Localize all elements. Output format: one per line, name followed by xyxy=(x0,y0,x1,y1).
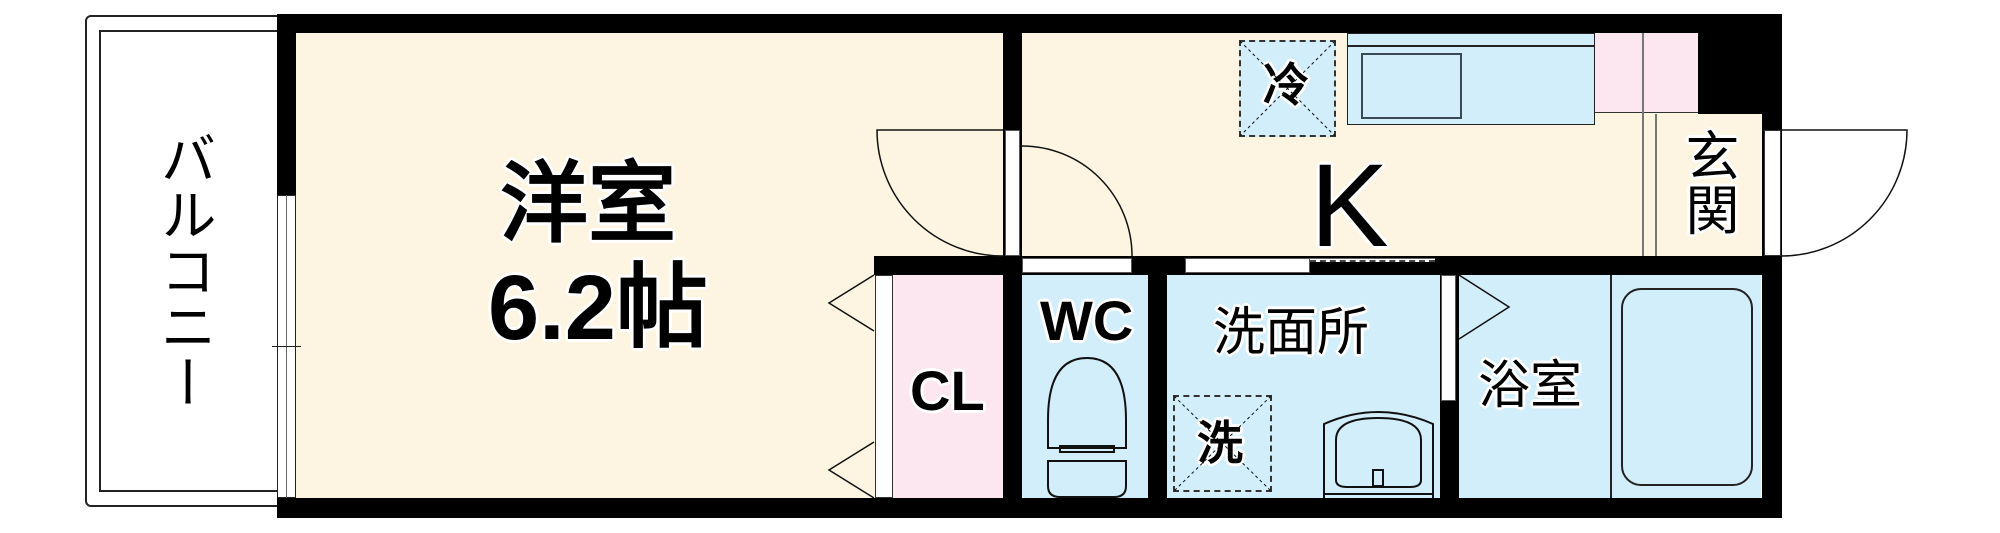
cabinet-divider xyxy=(1642,33,1644,256)
kitchen-label: K xyxy=(1310,140,1389,272)
balcony-inner-rail xyxy=(99,30,285,492)
door-bathroom[interactable] xyxy=(1441,275,1456,401)
bathtub-divider xyxy=(1610,275,1612,498)
door-swing-entrance xyxy=(1780,129,1908,257)
kitchen-sink xyxy=(1361,53,1462,119)
bathroom-label: 浴室 xyxy=(1478,356,1583,416)
toilet-label: WC xyxy=(1040,289,1134,352)
western-room-size: 6.2帖 xyxy=(488,257,708,359)
partition-toilet-washroom xyxy=(1148,256,1167,518)
bathtub xyxy=(1621,288,1753,486)
closet-label: CL xyxy=(910,359,985,422)
western-room-label: 洋室 xyxy=(500,152,677,255)
door-closet[interactable] xyxy=(875,275,893,498)
kitchen-cabinet xyxy=(1595,33,1698,113)
entrance-label: 玄関 xyxy=(1676,128,1739,236)
washroom-sliding-track xyxy=(1310,258,1435,262)
washer-label: 洗 xyxy=(1197,416,1243,470)
window-mark xyxy=(272,346,301,347)
door-western-kitchen[interactable] xyxy=(1005,130,1020,256)
door-toilet[interactable] xyxy=(1022,258,1132,273)
counter-backsplash-line xyxy=(1347,45,1595,47)
fridge-label: 冷 xyxy=(1263,58,1309,112)
outer-wall-top xyxy=(277,14,1782,33)
door-washroom[interactable] xyxy=(1185,258,1310,273)
washroom-label: 洗面所 xyxy=(1213,303,1370,363)
entrance-step-line xyxy=(1655,114,1657,256)
closet-floor xyxy=(893,275,1003,498)
kitchen-counter xyxy=(1347,33,1595,125)
outer-wall-bottom xyxy=(277,498,1782,518)
balcony-label: バルコニー xyxy=(151,130,216,410)
door-entrance[interactable] xyxy=(1764,130,1781,256)
